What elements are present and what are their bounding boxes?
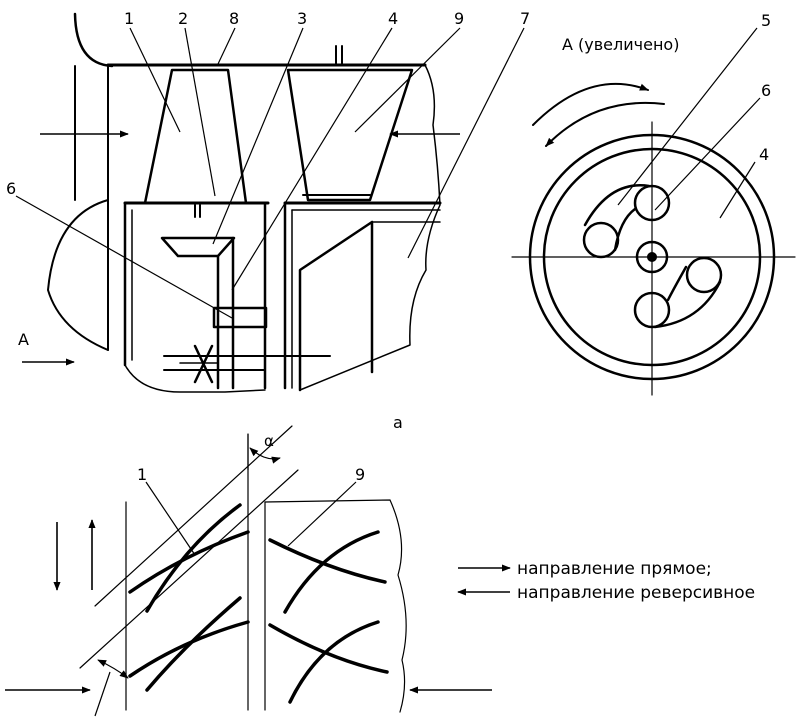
bevel-part-3 (160, 236, 236, 258)
slot-lower (653, 280, 722, 329)
housing-bottom-break (124, 364, 266, 393)
blade-9-lower-a (268, 623, 389, 674)
label-4: 4 (388, 9, 398, 28)
roller-bottom (633, 291, 671, 329)
turbine-9 (286, 68, 414, 202)
legend-direct-text: направление прямое; (517, 559, 712, 579)
section-labels: 1 2 8 3 4 9 7 6 A (6, 9, 530, 349)
center-hub (635, 240, 669, 274)
blade-1-leader (145, 481, 196, 556)
roller-right (685, 256, 723, 294)
flow-arrows-upper (22, 130, 460, 366)
center-dot (647, 252, 657, 262)
label-a-arrow: A (18, 330, 29, 349)
slot-lower-inner (666, 265, 688, 302)
slot-upper-inner (613, 207, 637, 252)
guide-line-b (79, 469, 299, 669)
section-leaders (15, 27, 525, 319)
spacing-leader (94, 671, 111, 717)
label-alpha: α (264, 432, 274, 450)
rotation-arrow-forward (532, 82, 649, 126)
blade-label-1: 1 (137, 465, 147, 484)
alpha-arc (249, 447, 281, 464)
blade-1-upper-b (128, 530, 250, 594)
blade-label-9: 9 (355, 465, 365, 484)
label-1: 1 (124, 9, 134, 28)
section-view (47, 12, 442, 393)
blade-detail (79, 425, 407, 713)
housing-right-break (299, 64, 441, 391)
view-a-leaders (617, 27, 761, 219)
view-label-5: 5 (761, 11, 771, 30)
label-9: 9 (454, 9, 464, 28)
slider-6 (212, 306, 268, 329)
blade-9-right-edge (264, 499, 407, 713)
view-label-4: 4 (759, 145, 769, 164)
view-a (511, 82, 796, 396)
subfigure-label-a: а (393, 413, 403, 432)
rotation-arrow-reverse (545, 101, 665, 147)
blade-labels: α 1 9 (137, 432, 365, 484)
label-3: 3 (297, 9, 307, 28)
blade-1-lower-a (145, 596, 242, 692)
blade-9-upper-b (283, 530, 380, 614)
blade-annotations (94, 434, 357, 717)
roller-top (633, 184, 671, 222)
blade-1-upper-a (145, 503, 242, 613)
roller-left (582, 221, 620, 259)
label-2: 2 (178, 9, 188, 28)
housing-top-curve (73, 12, 114, 68)
legend-reverse-text: направление реверсивное (517, 583, 755, 603)
housing-left-bulge (47, 199, 109, 351)
label-7: 7 (520, 9, 530, 28)
cross-gear-b (193, 344, 214, 384)
label-6: 6 (6, 179, 16, 198)
legend: направление прямое; направление реверсив… (457, 559, 755, 603)
view-title: A (увеличено) (562, 35, 679, 54)
spacing-arc (97, 659, 129, 679)
blade-arrows (5, 519, 492, 694)
view-label-6: 6 (761, 81, 771, 100)
slot-upper (583, 184, 651, 227)
guide-line-a (94, 425, 293, 607)
blade-9-lower-b (288, 620, 380, 704)
label-8: 8 (229, 9, 239, 28)
blade-9-upper-a (268, 538, 387, 584)
blade-1-lower-b (128, 620, 250, 678)
view-a-labels: A (увеличено) 5 6 4 (562, 11, 771, 164)
blade-9-leader (287, 481, 357, 547)
stator-block (298, 220, 374, 392)
